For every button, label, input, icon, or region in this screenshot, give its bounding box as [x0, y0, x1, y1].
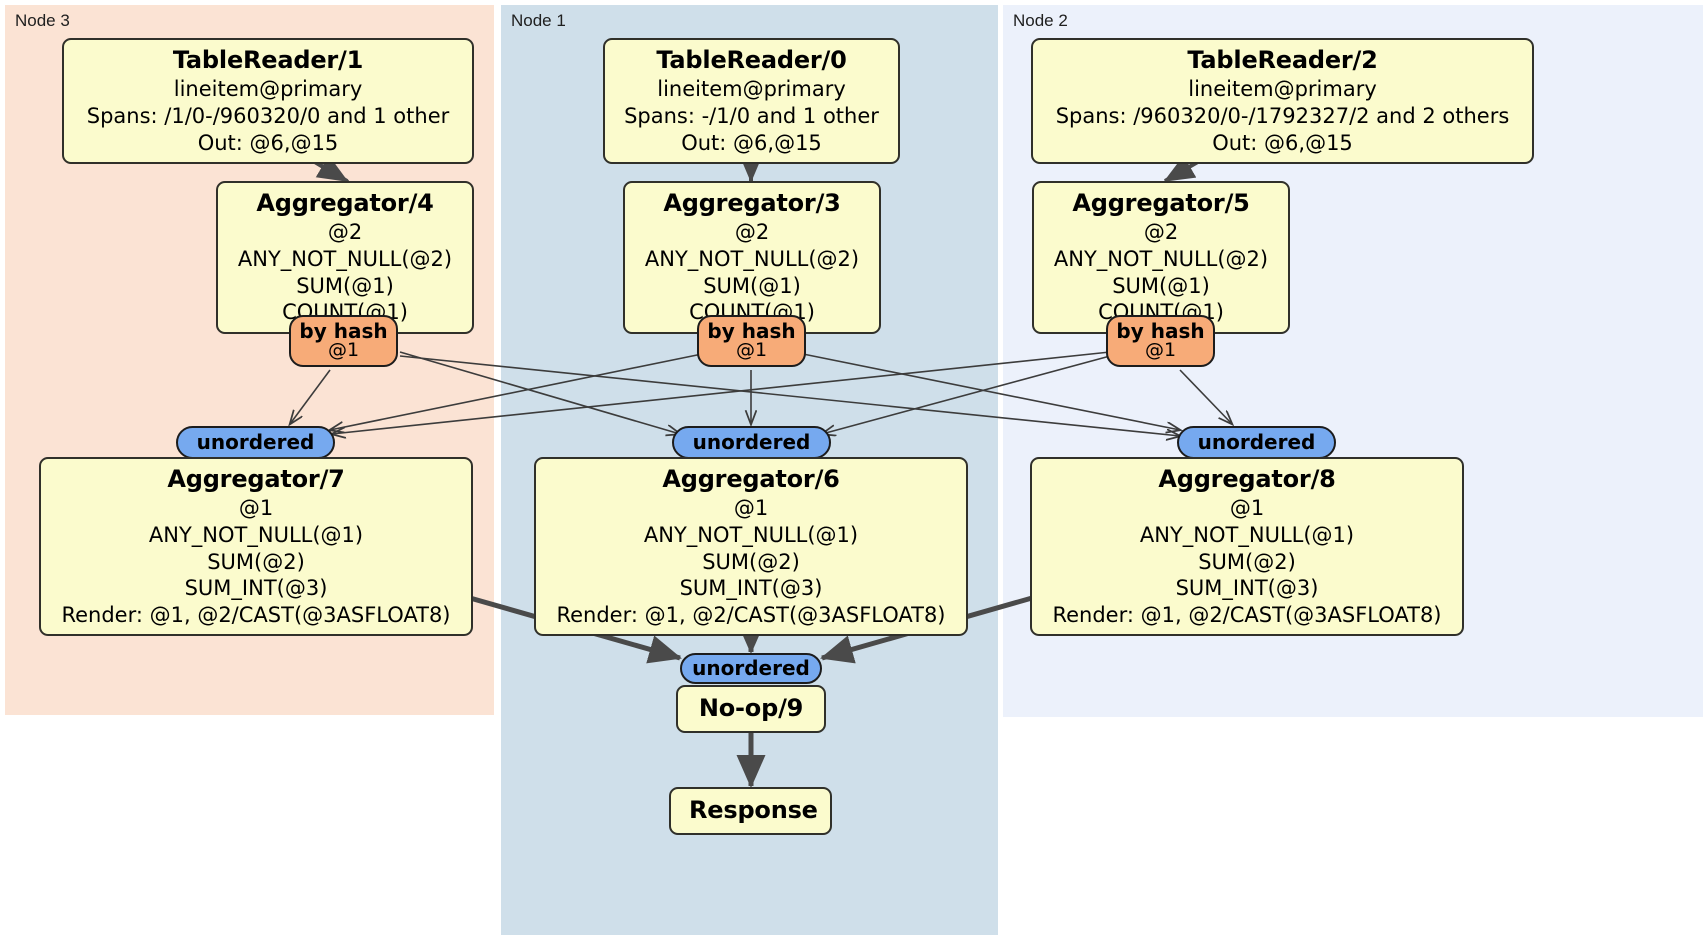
processor-title: Aggregator/4: [256, 189, 434, 217]
processor-line: Out: @6,@15: [681, 130, 822, 155]
badge-label: by hash: [707, 319, 796, 343]
badge-label: unordered: [196, 430, 315, 455]
badge-sublabel: @1: [1144, 339, 1177, 362]
badge-label: unordered: [1197, 430, 1316, 455]
processor-line: Out: @6,@15: [197, 130, 339, 155]
badge-label: unordered: [692, 430, 811, 455]
processor-line: SUM_INT(@3): [679, 576, 823, 601]
processor-title: TableReader/2: [1187, 46, 1378, 74]
processor-line: ANY_NOT_NULL(@2): [644, 246, 860, 271]
processor-title: Aggregator/7: [167, 465, 345, 493]
processor-line: lineitem@primary: [657, 77, 846, 102]
badge-label: by hash: [299, 319, 388, 343]
processor-line: Spans: /1/0-/960320/0 and 1 other: [86, 103, 450, 128]
processor-line: @1: [1229, 496, 1265, 521]
processor-title: TableReader/1: [172, 46, 364, 74]
badge-by-hash-right[interactable]: by hash @1: [1106, 315, 1215, 367]
processor-response[interactable]: Response: [669, 787, 832, 836]
processor-title: Aggregator/3: [663, 189, 841, 217]
processor-line: ANY_NOT_NULL(@1): [643, 522, 859, 547]
processor-line: Render: @1, @2/CAST(@3ASFLOAT8): [61, 602, 451, 627]
processor-line: Out: @6,@15: [1212, 130, 1353, 155]
processor-aggregator-3[interactable]: Aggregator/3 @2 ANY_NOT_NULL(@2) SUM(@1)…: [623, 181, 881, 334]
processor-line: ANY_NOT_NULL(@2): [237, 246, 453, 271]
processor-aggregator-5[interactable]: Aggregator/5 @2 ANY_NOT_NULL(@2) SUM(@1)…: [1032, 181, 1290, 334]
processor-line: Render: @1, @2/CAST(@3ASFLOAT8): [556, 602, 946, 627]
processor-line: Render: @1, @2/CAST(@3ASFLOAT8): [1052, 602, 1442, 627]
processor-line: lineitem@primary: [1188, 77, 1377, 102]
processor-line: SUM(@1): [703, 273, 801, 298]
processor-line: @1: [733, 496, 769, 521]
badge-sublabel: @1: [327, 339, 360, 362]
badge-sublabel: @1: [735, 339, 768, 362]
processor-title: No-op/9: [698, 694, 804, 722]
region-node-3-label: Node 3: [15, 11, 70, 30]
badge-unordered-final[interactable]: unordered: [680, 653, 822, 684]
processor-line: @2: [1143, 220, 1179, 245]
region-node-2-label: Node 2: [1013, 11, 1068, 30]
badge-by-hash-mid[interactable]: by hash @1: [697, 315, 806, 367]
processor-table-reader-0[interactable]: TableReader/0 lineitem@primary Spans: -/…: [603, 38, 900, 165]
badge-unordered-right[interactable]: unordered: [1177, 426, 1336, 459]
badge-label: unordered: [692, 656, 810, 681]
processor-title: TableReader/0: [656, 46, 847, 74]
region-node-1-label: Node 1: [511, 11, 566, 30]
processor-line: lineitem@primary: [173, 77, 363, 102]
processor-aggregator-4[interactable]: Aggregator/4 @2 ANY_NOT_NULL(@2) SUM(@1)…: [216, 181, 474, 334]
processor-line: SUM(@1): [1112, 273, 1210, 298]
processor-table-reader-2[interactable]: TableReader/2 lineitem@primary Spans: /9…: [1031, 38, 1534, 165]
badge-unordered-mid[interactable]: unordered: [672, 426, 831, 459]
processor-line: @2: [327, 220, 363, 245]
processor-line: Spans: /960320/0-/1792327/2 and 2 others: [1055, 103, 1510, 128]
processor-table-reader-1[interactable]: TableReader/1 lineitem@primary Spans: /1…: [62, 38, 474, 165]
processor-aggregator-6[interactable]: Aggregator/6 @1 ANY_NOT_NULL(@1) SUM(@2)…: [534, 457, 968, 637]
badge-unordered-left[interactable]: unordered: [176, 426, 335, 459]
processor-no-op-9[interactable]: No-op/9: [676, 685, 826, 734]
processor-title: Aggregator/6: [662, 465, 840, 493]
processor-line: @1: [238, 496, 274, 521]
processor-line: ANY_NOT_NULL(@1): [1139, 522, 1355, 547]
processor-line: SUM(@2): [702, 549, 800, 574]
badge-by-hash-left[interactable]: by hash @1: [289, 315, 398, 367]
processor-line: SUM_INT(@3): [1175, 576, 1319, 601]
badge-label: by hash: [1116, 319, 1205, 343]
processor-line: SUM(@1): [296, 273, 394, 298]
processor-line: SUM(@2): [1198, 549, 1296, 574]
processor-title: Aggregator/5: [1072, 189, 1250, 217]
processor-line: SUM(@2): [207, 549, 305, 574]
processor-line: SUM_INT(@3): [184, 576, 328, 601]
processor-line: ANY_NOT_NULL(@2): [1053, 246, 1269, 271]
processor-title: Aggregator/8: [1158, 465, 1336, 493]
processor-aggregator-8[interactable]: Aggregator/8 @1 ANY_NOT_NULL(@1) SUM(@2)…: [1030, 457, 1464, 637]
processor-title: Response: [689, 796, 818, 824]
processor-line: @2: [734, 220, 770, 245]
processor-line: Spans: -/1/0 and 1 other: [624, 103, 879, 128]
processor-line: ANY_NOT_NULL(@1): [148, 522, 364, 547]
processor-aggregator-7[interactable]: Aggregator/7 @1 ANY_NOT_NULL(@1) SUM(@2)…: [39, 457, 473, 637]
